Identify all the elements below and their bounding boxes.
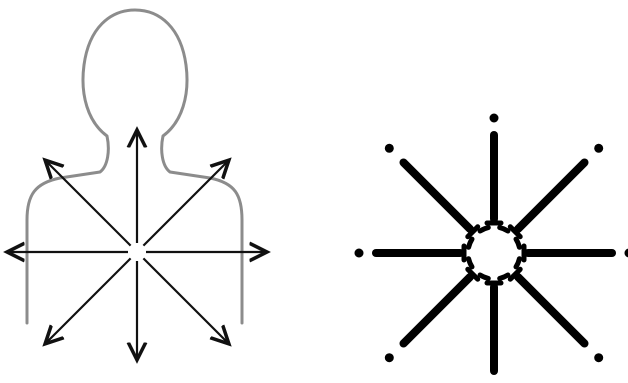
- hub-arc-segment: [480, 275, 488, 278]
- spoke-bar-south-west: [404, 277, 471, 344]
- radial-star-panel: [355, 114, 628, 383]
- hub-arc-segment: [516, 239, 519, 247]
- human-silhouette-outline: [27, 10, 242, 323]
- hub-arc-segment: [516, 259, 519, 267]
- radial-arrows: [7, 130, 267, 360]
- spoke-end-dot-south-east: [594, 353, 603, 362]
- spoke-end-dot-north-east: [594, 144, 603, 153]
- spoke-bar-south-east: [518, 277, 585, 344]
- hub-arc-segment: [480, 228, 488, 231]
- spoke-end-dot-north-west: [385, 144, 394, 153]
- spoke-bar-north-east: [518, 163, 585, 230]
- hub-arc-segment: [469, 259, 472, 267]
- spoke-end-dot-west: [355, 249, 364, 258]
- arrow-south-west: [45, 258, 131, 344]
- spoke-end-dot-east: [625, 249, 628, 258]
- hub-ring: [469, 228, 520, 279]
- hub-arc-segment: [500, 228, 508, 231]
- spoke-end-dot-south-west: [385, 353, 394, 362]
- torso-arrows-panel: [7, 10, 267, 360]
- radial-spokes: [355, 114, 628, 383]
- spoke-bar-north-west: [404, 163, 471, 230]
- spoke-end-dot-north: [490, 114, 499, 123]
- arrow-south-east: [143, 258, 229, 344]
- hub-arc-segment: [469, 239, 472, 247]
- hub-arc-segment: [500, 275, 508, 278]
